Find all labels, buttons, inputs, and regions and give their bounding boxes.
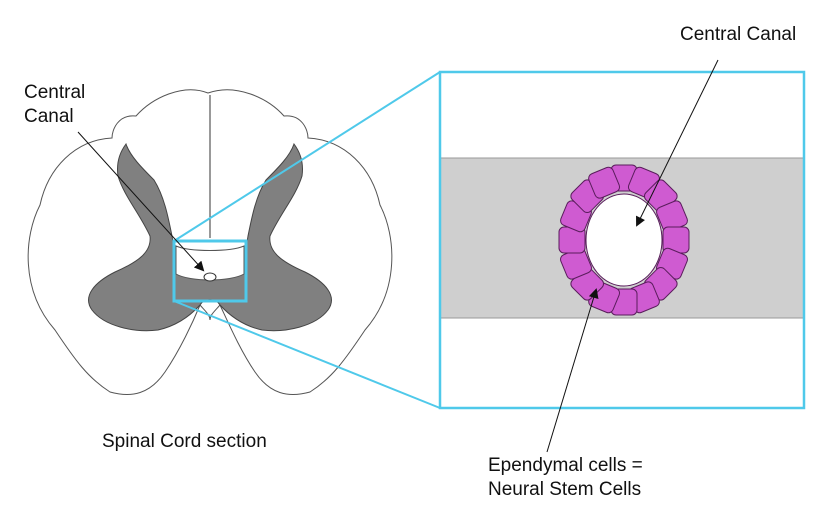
central-canal-lumen (585, 193, 663, 287)
ependymal-cell (588, 166, 621, 199)
ependymal-label-line2: Neural Stem Cells (488, 479, 642, 500)
projection-line-bottom (173, 300, 441, 409)
central-canal-small (203, 272, 217, 282)
arrow-central-canal-right (636, 59, 719, 227)
ependymal-label-line1: Ependymal cells = (488, 455, 643, 476)
central-canal-label-left-line1: Central (24, 82, 86, 103)
central-canal-label-left-line2: Canal (24, 106, 74, 127)
spinal-cord-section-label: Spinal Cord section (102, 431, 267, 452)
central-canal-label-right: Central Canal (680, 24, 797, 45)
projection-line-top (173, 71, 441, 242)
commissure-white-area (175, 245, 245, 281)
arrow-central-canal-left (77, 131, 205, 272)
ependymal-ring (558, 164, 690, 316)
arrow-ependymal (546, 288, 599, 453)
highlight-box (172, 239, 248, 303)
zoom-box (438, 70, 806, 410)
